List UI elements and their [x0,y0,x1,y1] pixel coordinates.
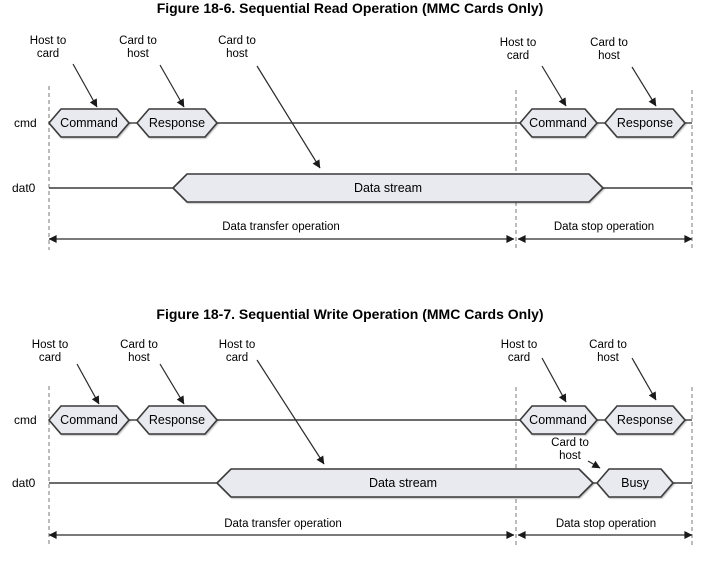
response-label: Response [616,116,674,130]
command-label: Command [60,116,118,130]
annotation-arrow [631,357,657,401]
annotation-arrow [631,66,657,107]
annotation-host-to-card: Host to card [31,339,69,364]
busy-annotation-arrow [587,460,601,469]
annotation-card-to-host: Card to host [119,35,157,60]
busy-hexagon [595,468,675,498]
signal-label-cmd: cmd [14,413,37,427]
data-stream-hexagon [215,468,595,498]
response-hexagon [603,405,687,435]
command-hexagon [518,108,599,138]
command-label: Command [529,116,587,130]
measure-label-transfer: Data transfer operation [222,221,340,233]
response-hexagon [135,405,219,435]
figure1-diagram [47,63,693,250]
annotation-card-to-host-stream: Card to host [218,35,256,60]
busy-label: Busy [621,476,649,490]
annotation-arrow [541,357,567,403]
signal-label-cmd: cmd [14,116,37,130]
figure2-title: Figure 18-7. Sequential Write Operation … [156,306,544,322]
signal-label-dat0: dat0 [12,181,36,195]
figure1-title: Figure 18-6. Sequential Read Operation (… [156,0,544,16]
response-hexagon [603,108,687,138]
annotation-host-to-card-stream: Host to card [218,339,256,364]
annotation-card-to-host: Card to host [120,339,158,364]
figure2-diagram [47,357,693,547]
annotation-card-to-host-busy: Card to host [551,437,589,462]
annotation-arrow [72,63,98,108]
command-hexagon [518,405,599,435]
signal-label-dat0: dat0 [12,476,36,490]
measure-label-stop: Data stop operation [555,518,657,530]
annotation-arrow [159,64,185,108]
data-stream-label: Data stream [353,181,423,195]
annotation-host-to-card: Host to card [29,35,67,60]
command-label: Command [529,413,587,427]
command-hexagon [47,405,131,435]
response-label: Response [148,413,206,427]
annotation-arrow [76,363,100,405]
annotation-arrow [256,65,321,169]
response-label: Response [616,413,674,427]
command-hexagon [47,108,131,138]
response-label: Response [148,116,206,130]
annotation-host-to-card: Host to card [499,37,537,62]
response-hexagon [135,108,219,138]
command-label: Command [60,413,118,427]
annotation-card-to-host: Card to host [589,339,627,364]
annotation-arrow [256,359,325,465]
annotation-arrow [159,363,185,405]
annotation-arrow [541,65,567,107]
annotation-card-to-host: Card to host [590,37,628,62]
annotation-host-to-card: Host to card [500,339,538,364]
data-stream-hexagon [171,173,605,203]
measure-label-stop: Data stop operation [553,221,655,233]
data-stream-label: Data stream [368,476,438,490]
measure-label-transfer: Data transfer operation [224,518,342,530]
